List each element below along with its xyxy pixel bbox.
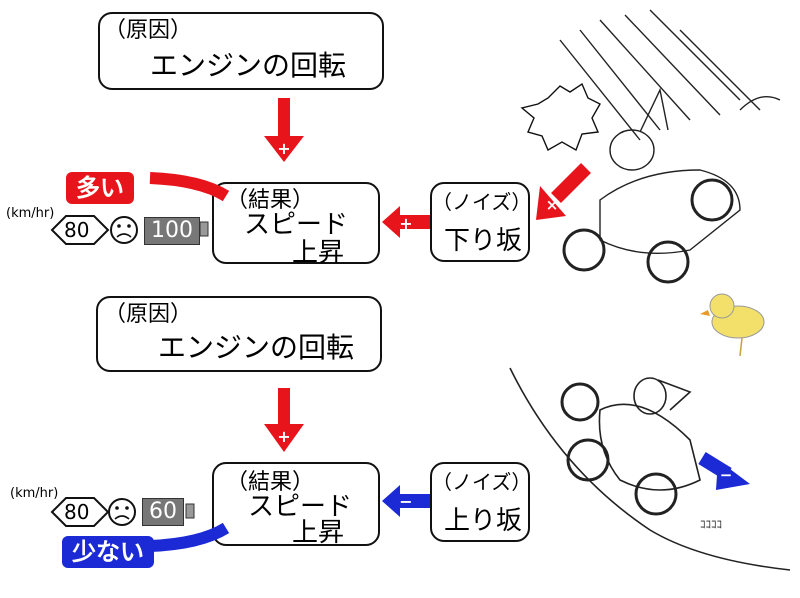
battery-cap-bottom bbox=[185, 503, 195, 519]
tag-connector-bottom bbox=[149, 522, 230, 552]
cause-arrow-sign-top: + bbox=[277, 139, 290, 158]
chick-illustration bbox=[700, 293, 765, 357]
noise-arrow-sign-top: × bbox=[546, 196, 559, 214]
noise-label-top: （ノイズ） bbox=[432, 190, 532, 214]
sad-face-icon-bottom bbox=[108, 498, 136, 526]
noise-arrow-top: × bbox=[536, 163, 591, 220]
noise-effect-arrow-sign-bottom: − bbox=[399, 492, 412, 511]
effect-line2-bottom: 上昇 bbox=[292, 518, 345, 548]
noise-effect-arrow-top: + bbox=[382, 206, 430, 238]
effect-box-bottom bbox=[212, 462, 380, 546]
battery-cap-top bbox=[199, 221, 209, 237]
svg-text:ｺｺｺｺ: ｺｺｺｺ bbox=[700, 518, 722, 531]
cause-text-top: エンジンの回転 bbox=[150, 49, 347, 82]
noise-label-bottom: （ノイズ） bbox=[432, 470, 532, 494]
effect-label-bottom: （結果） bbox=[226, 470, 315, 495]
noise-arrow-sign-bottom: − bbox=[720, 466, 733, 484]
cause-arrow-bottom: + bbox=[264, 388, 304, 452]
speed-sign-value-top: 80 bbox=[64, 218, 90, 242]
downhill-car-illustration bbox=[520, 9, 781, 284]
speed-sign-top bbox=[50, 215, 110, 245]
cause-label-top: （原因） bbox=[104, 18, 193, 43]
noise-text-bottom: 上り坂 bbox=[444, 506, 523, 536]
speed-unit-top: (km/hr) bbox=[6, 206, 55, 221]
effect-line1-top: スピード bbox=[244, 210, 349, 240]
cause-text-bottom: エンジンの回転 bbox=[158, 331, 355, 364]
cause-label-bottom: （原因） bbox=[104, 302, 193, 327]
noise-effect-arrow-sign-top: + bbox=[399, 214, 412, 233]
effect-line2-top: 上昇 bbox=[292, 238, 345, 268]
speed-value-top: 100 bbox=[144, 217, 200, 245]
amount-tag-bottom: 少ない bbox=[62, 536, 154, 568]
cause-box-bottom bbox=[96, 296, 382, 372]
cause-box-top bbox=[98, 12, 384, 90]
cause-arrow-top: + bbox=[264, 98, 304, 162]
amount-tag-top: 多い bbox=[66, 172, 134, 204]
noise-box-top bbox=[430, 182, 530, 262]
skull-burst-icon bbox=[520, 82, 601, 152]
noise-box-bottom bbox=[430, 462, 530, 542]
uphill-car-illustration: ｺｺｺｺ bbox=[509, 367, 791, 571]
noise-text-top: 下り坂 bbox=[444, 226, 523, 256]
cause-arrow-sign-bottom: + bbox=[277, 427, 290, 446]
sad-face-icon-top bbox=[110, 216, 138, 244]
speed-value-bottom: 60 bbox=[142, 498, 184, 526]
speed-unit-bottom: (km/hr) bbox=[10, 486, 59, 501]
effect-label-top: （結果） bbox=[226, 188, 315, 213]
tag-connector-top bbox=[149, 172, 230, 202]
speed-sign-value-bottom: 80 bbox=[64, 500, 90, 524]
noise-effect-arrow-bottom: − bbox=[382, 485, 430, 517]
effect-box-top bbox=[212, 182, 380, 264]
noise-arrow-bottom: − bbox=[698, 452, 750, 490]
effect-line1-bottom: スピード bbox=[248, 492, 353, 522]
